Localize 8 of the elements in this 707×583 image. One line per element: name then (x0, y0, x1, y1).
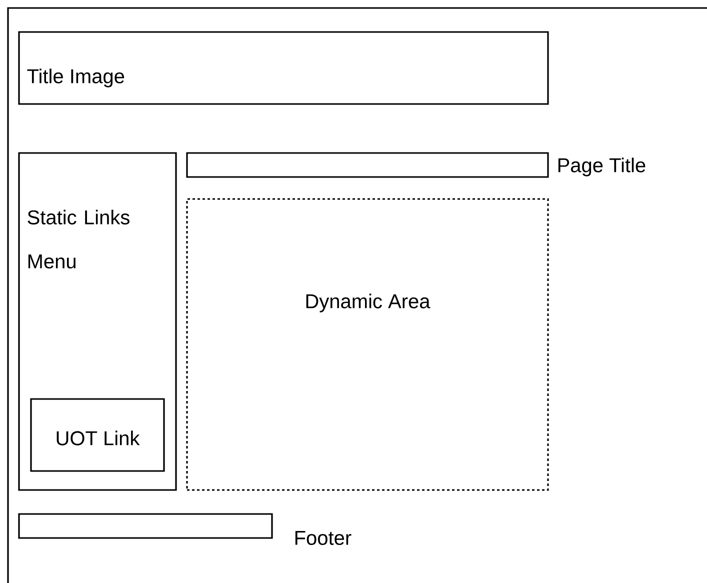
page-title-bar: Page Title (186, 152, 646, 178)
dynamic-area-box: Dynamic Area (186, 198, 549, 491)
node-label: Footer (295, 531, 352, 545)
link-box: UOT Link (30, 398, 165, 472)
node-label: Page Title (558, 158, 646, 176)
title-image-box: Title Image (18, 31, 549, 105)
footer-bar: Footer (18, 513, 352, 545)
page-frame (7, 7, 707, 583)
